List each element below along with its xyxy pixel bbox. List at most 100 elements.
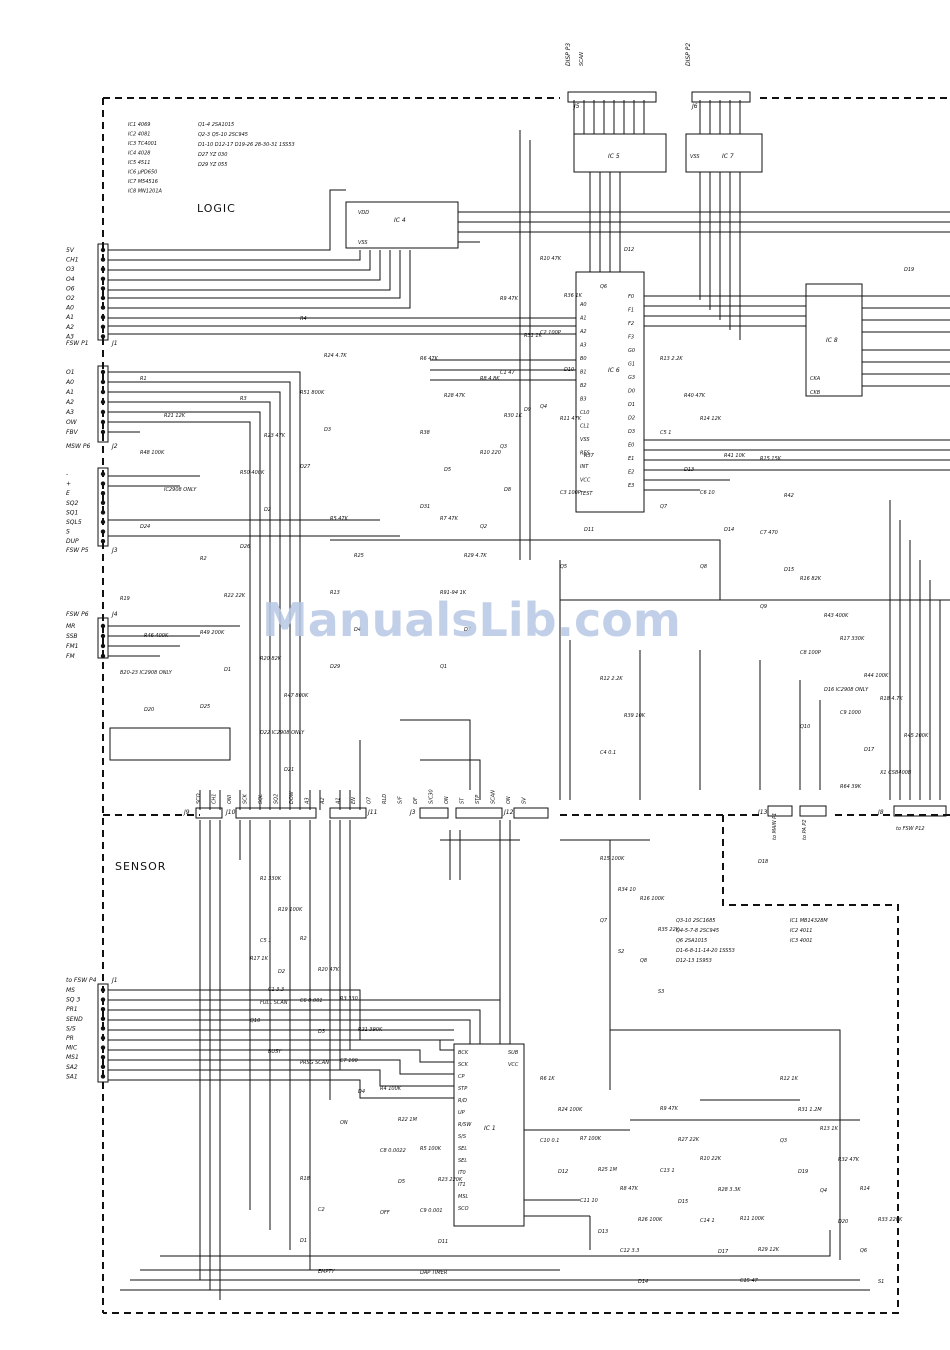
- sensor-component-label: R17 1K: [250, 956, 269, 962]
- logic-component-label: R15 15K: [760, 456, 782, 462]
- sensor-component-label: C2: [318, 1207, 325, 1213]
- logic-component-label: C8 100P: [800, 650, 821, 656]
- logic-part-entry: IC7 M54516: [128, 179, 158, 185]
- sensor-component-label: R32 47K: [838, 1157, 860, 1163]
- sensor-ic1-pin: MSL: [458, 1194, 468, 1200]
- logic-component-label: R37: [584, 453, 595, 459]
- bottom-connector-label: J10: [225, 809, 236, 816]
- sensor-ic1-pin: BCK: [458, 1050, 469, 1056]
- logic-component-label: R2: [200, 556, 207, 562]
- logic-component-label: Q2: [480, 524, 487, 530]
- logic-section-title: LOGIC: [197, 202, 236, 215]
- bottom-connector-sub: to MAIN P1: [772, 813, 778, 840]
- ic4-pin-vdd: VDD: [358, 210, 369, 216]
- logic-component-label: C3 100P: [560, 490, 581, 496]
- logic-component-label: R22 22K: [224, 593, 246, 599]
- bottom-connector-label: J12: [503, 809, 514, 816]
- sensor-part-entry-2: IC3 4001: [790, 938, 812, 944]
- sensor-j1-pin-dot: [100, 997, 106, 1002]
- logic-component-label: Q9: [760, 604, 767, 610]
- ic6-left-pin: RES: [580, 451, 591, 457]
- sensor-section-title: SENSOR: [115, 860, 166, 873]
- sensor-ic1-pin: IT0: [458, 1170, 466, 1176]
- sensor-component-label: R34 10: [618, 887, 636, 893]
- sensor-component-label: C8 0.0022: [380, 1148, 406, 1154]
- j4-pin: FM: [66, 653, 75, 660]
- ic6-left-pin: A2: [579, 329, 587, 335]
- logic-component-label: R28 47K: [444, 393, 466, 399]
- bottom-connector-pin: EN: [351, 797, 357, 804]
- j1-pin-dot: [100, 305, 106, 310]
- sensor-component-label: R9 47K: [660, 1106, 679, 1112]
- logic-component-label: D1: [224, 667, 231, 673]
- logic-component-label: D11: [584, 527, 594, 533]
- j1-pin: CH1: [66, 257, 79, 264]
- j1-pin-dot: [100, 324, 106, 329]
- bottom-connector-pin: SV: [522, 797, 528, 804]
- logic-part-entry-2: D27 YZ 030: [198, 152, 227, 158]
- ic6-right-pin: E2: [628, 470, 634, 476]
- j3-pin-dot: [100, 510, 106, 515]
- logic-component-label: R45 200K: [904, 733, 929, 739]
- j3-pin-dot: [100, 500, 106, 505]
- logic-component-label: C7 470: [760, 530, 778, 536]
- sensor-component-label: R14: [860, 1186, 870, 1192]
- logic-component-label: R38: [420, 430, 430, 436]
- sensor-component-label: D2: [278, 969, 285, 975]
- bottom-connector-pin: A1: [336, 797, 342, 805]
- j2-pin: FBV: [66, 429, 79, 436]
- j2-pin-dot: [100, 399, 106, 405]
- sensor-j1-pin-dot: [100, 1026, 106, 1031]
- ic6-left-pin: B2: [580, 383, 587, 389]
- ic6-left-pin: A3: [579, 343, 587, 349]
- j5-label: J5: [573, 103, 580, 110]
- logic-component-label: X1 CSB400B: [879, 770, 912, 776]
- sensor-component-label: R25 1M: [598, 1167, 618, 1173]
- logic-component-label: R6 47K: [420, 356, 439, 362]
- sensor-j1-pin-dot: [100, 1064, 106, 1070]
- ic6-left-pin: INT: [580, 464, 589, 470]
- j3-pin: S: [66, 529, 70, 536]
- sensor-ic1-pin: R/SW: [458, 1122, 472, 1128]
- j3-pin-dot: [100, 471, 106, 477]
- logic-component-label: R4: [300, 316, 307, 322]
- sensor-component-label: D17: [718, 1249, 729, 1255]
- ic6-right-pin: D3: [628, 429, 635, 435]
- ic6-left-pin: VSS: [580, 437, 590, 443]
- sensor-component-label: C12 3.3: [620, 1248, 639, 1254]
- logic-component-label: R39 10K: [624, 713, 646, 719]
- sensor-component-label: C13 1: [660, 1168, 675, 1174]
- sensor-component-label: R20 47K: [318, 967, 340, 973]
- watermark: ManualsLib.com: [262, 593, 681, 647]
- logic-component-label: C2 100P: [540, 330, 561, 336]
- j3-pin: -: [66, 471, 68, 478]
- j1-pin: A1: [65, 314, 74, 321]
- logic-component-label: R29 4.7K: [464, 553, 487, 559]
- sensor-component-label: R31 1.2M: [798, 1107, 822, 1113]
- j2-pin-dot: [100, 389, 106, 395]
- logic-component-label: B20-23 IC2908 ONLY: [120, 670, 173, 676]
- j3-pin-dot: [100, 519, 106, 525]
- j1-pin-dot: [100, 295, 106, 301]
- sensor-component-label: D5: [398, 1179, 405, 1185]
- logic-component-label: D26: [240, 544, 250, 550]
- j2-pin: A3: [65, 409, 74, 416]
- sensor-wiring: [108, 820, 870, 1300]
- bottom-connector-pin: A3: [305, 797, 311, 805]
- logic-component-label: D10: [564, 367, 574, 373]
- sensor-component-label: C14 1: [700, 1218, 715, 1224]
- logic-component-label: R36 1K: [564, 293, 583, 299]
- logic-part-entry-2: D1-10 D12-17 D19-26 28-30-31 1SS53: [198, 142, 295, 148]
- j3-pin: SQ1: [66, 509, 78, 516]
- logic-component-label: C6 10: [700, 490, 715, 496]
- ic6-right-pin: G1: [628, 362, 635, 368]
- j3-pin: SQL5: [66, 519, 82, 526]
- ic6-right-pin: F2: [628, 321, 634, 327]
